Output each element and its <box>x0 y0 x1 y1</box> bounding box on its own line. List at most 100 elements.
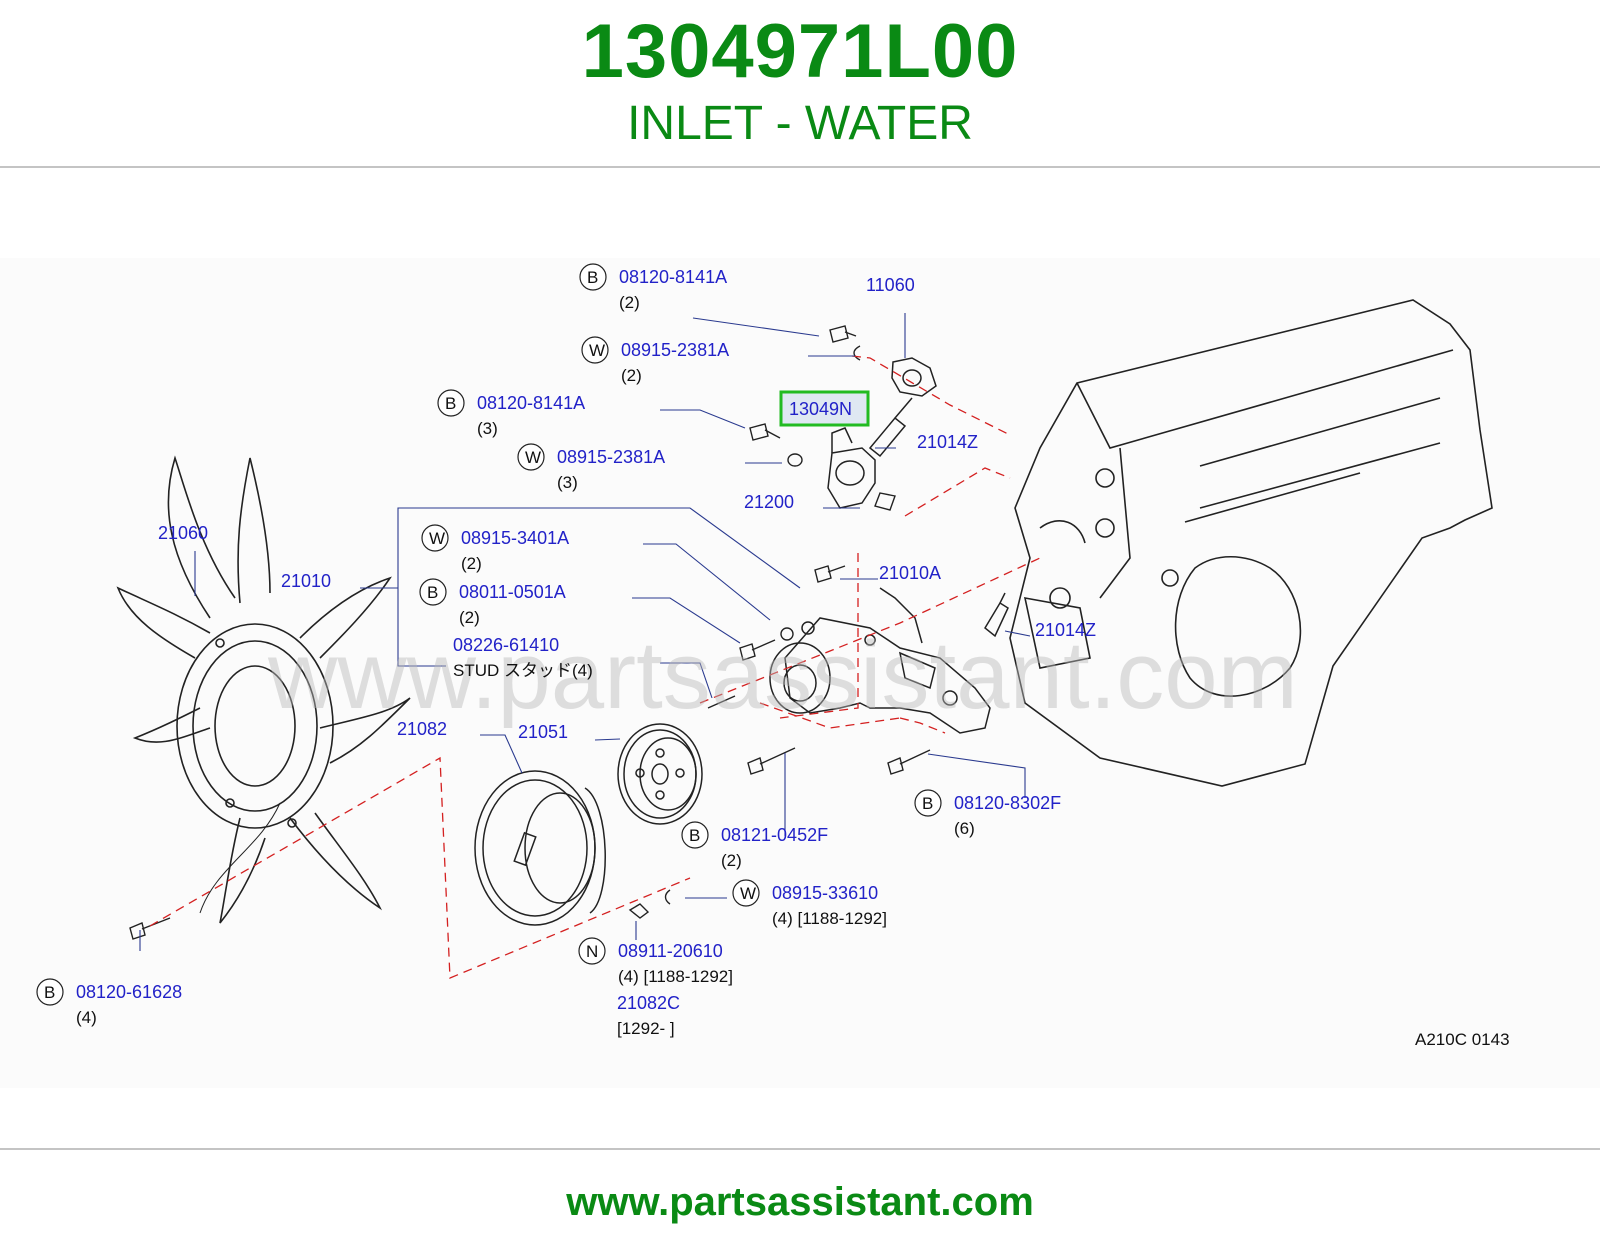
pulley <box>617 723 703 825</box>
callout-11060[interactable]: 11060 <box>866 275 915 295</box>
part-number-title: 1304971L00 <box>581 9 1019 94</box>
part-name-subtitle: INLET - WATER <box>627 97 973 150</box>
callout-letter: B <box>44 983 55 1002</box>
callout-08120-8302f[interactable]: B 08120-8302F (6) <box>914 789 1061 838</box>
callout-part-number[interactable]: 21082C <box>617 993 680 1013</box>
callout-part-number[interactable]: 11060 <box>866 275 915 295</box>
page-header: 1304971L00 INLET - WATER <box>0 0 1600 170</box>
callout-letter: W <box>525 448 541 467</box>
fan-blades <box>116 455 411 924</box>
callout-part-number[interactable]: 21010 <box>281 571 331 591</box>
fasteners <box>129 325 931 940</box>
callout-letter: N <box>586 942 598 961</box>
highlighted-part-number[interactable]: 13049N <box>789 399 852 419</box>
callout-21010[interactable]: 21010 <box>281 571 331 591</box>
callout-part-number[interactable]: 21200 <box>744 492 794 512</box>
callout-letter-circle <box>419 578 447 606</box>
callout-quantity: (3) <box>557 473 578 492</box>
callout-letter: B <box>587 268 598 287</box>
callout-21010a[interactable]: 21010A <box>879 563 941 583</box>
highlighted-callout[interactable]: 13049N <box>779 390 870 427</box>
callout-part-number[interactable]: 21051 <box>518 722 568 742</box>
callout-part-number[interactable]: 21082 <box>397 719 447 739</box>
callout-part-number[interactable]: 21014Z <box>917 432 978 452</box>
callout-quantity: (3) <box>477 419 498 438</box>
footer-website[interactable]: www.partsassistant.com <box>566 1180 1034 1224</box>
callout-08911-20610[interactable]: N 08911-20610 (4) [1188-1292] <box>578 937 733 986</box>
callout-quantity: (2) <box>459 608 480 627</box>
callout-letter-circle <box>732 879 760 907</box>
callout-part-number[interactable]: 08120-61628 <box>76 982 182 1002</box>
callout-part-number[interactable]: 08915-3401A <box>461 528 569 548</box>
callout-quantity: (4) [1188-1292] <box>618 967 733 986</box>
callout-letter-circle <box>914 789 942 817</box>
callout-08915-33610[interactable]: W 08915-33610 (4) [1188-1292] <box>732 879 887 928</box>
engine-block-outline <box>1009 299 1493 787</box>
callout-quantity: (2) <box>621 366 642 385</box>
callout-letter: W <box>740 884 756 903</box>
callout-quantity: (2) <box>721 851 742 870</box>
callout-part-number[interactable]: 21010A <box>879 563 941 583</box>
callout-08915-2381a[interactable]: W 08915-2381A (3) <box>517 443 665 492</box>
diagram-code: A210C 0143 <box>1415 1030 1510 1049</box>
callout-21082[interactable]: 21082 <box>397 719 447 739</box>
callout-part-number[interactable]: 21014Z <box>1035 620 1096 640</box>
callout-letter-circle <box>517 443 545 471</box>
water-inlet-housing <box>827 427 923 644</box>
callout-21014z[interactable]: 21014Z <box>1035 620 1096 640</box>
callout-21051[interactable]: 21051 <box>518 722 568 742</box>
callout-part-number[interactable]: 08915-2381A <box>621 340 729 360</box>
leader-lines <box>139 313 1031 951</box>
callout-part-number[interactable]: 08120-8141A <box>619 267 727 287</box>
callout-letter-circle <box>681 821 709 849</box>
callout-21200[interactable]: 21200 <box>744 492 794 512</box>
callout-letter: W <box>429 529 445 548</box>
callout-08011-0501a[interactable]: B 08011-0501A (2) <box>419 578 566 627</box>
highlight-box <box>779 390 870 427</box>
callout-letter: W <box>589 341 605 360</box>
callout-part-number[interactable]: 08120-8141A <box>477 393 585 413</box>
callout-letter: B <box>427 583 438 602</box>
callout-part-number[interactable]: 08011-0501A <box>459 582 566 602</box>
callout-letter: B <box>922 794 933 813</box>
callout-quantity: (4) [1188-1292] <box>772 909 887 928</box>
callout-letter-circle <box>578 937 606 965</box>
callout-quantity: (6) <box>954 819 975 838</box>
callout-letter-circle <box>579 263 607 291</box>
callout-21014z[interactable]: 21014Z <box>917 432 978 452</box>
callout-part-number[interactable]: 08120-8302F <box>954 793 1061 813</box>
parts-diagram: www.partsassistant.com B 08120-8141A (2) 11… <box>0 258 1600 1088</box>
callout-part-number[interactable]: 21060 <box>158 523 208 543</box>
callout-letter-circle <box>437 389 465 417</box>
thermostat-outlet <box>891 357 937 397</box>
callout-08915-2381a[interactable]: W 08915-2381A (2) <box>581 336 729 385</box>
callout-part-number[interactable]: 08226-61410 <box>453 635 559 655</box>
callout-08120-61628[interactable]: B 08120-61628 (4) <box>36 978 182 1027</box>
footer-divider <box>0 1148 1600 1150</box>
watermark-text: www.partsassistant.com <box>267 622 1298 729</box>
alignment-dashed-lines <box>149 355 1041 979</box>
callout-quantity: [1292- ] <box>617 1019 675 1038</box>
header-divider <box>0 166 1600 168</box>
sealant-tubes <box>868 397 1009 638</box>
callout-21060[interactable]: 21060 <box>158 523 208 543</box>
exploded-view-drawing: www.partsassistant.com B 08120-8141A (2) 11… <box>36 263 1510 1049</box>
callout-letter-circle <box>36 978 64 1006</box>
fan-clutch <box>474 770 606 926</box>
fan-hub-ring <box>176 623 334 829</box>
water-pump <box>769 617 991 734</box>
callout-08121-0452f[interactable]: B 08121-0452F (2) <box>681 821 828 870</box>
callout-part-number[interactable]: 08911-20610 <box>618 941 723 961</box>
callout-21082c[interactable]: 21082C [1292- ] <box>617 993 680 1038</box>
callout-part-number[interactable]: 08915-2381A <box>557 447 665 467</box>
callout-part-number[interactable]: 08915-33610 <box>772 883 878 903</box>
callout-letter: B <box>689 826 700 845</box>
callout-quantity: (4) <box>76 1008 97 1027</box>
callout-letter-circle <box>581 336 609 364</box>
callout-part-number[interactable]: 08121-0452F <box>721 825 828 845</box>
